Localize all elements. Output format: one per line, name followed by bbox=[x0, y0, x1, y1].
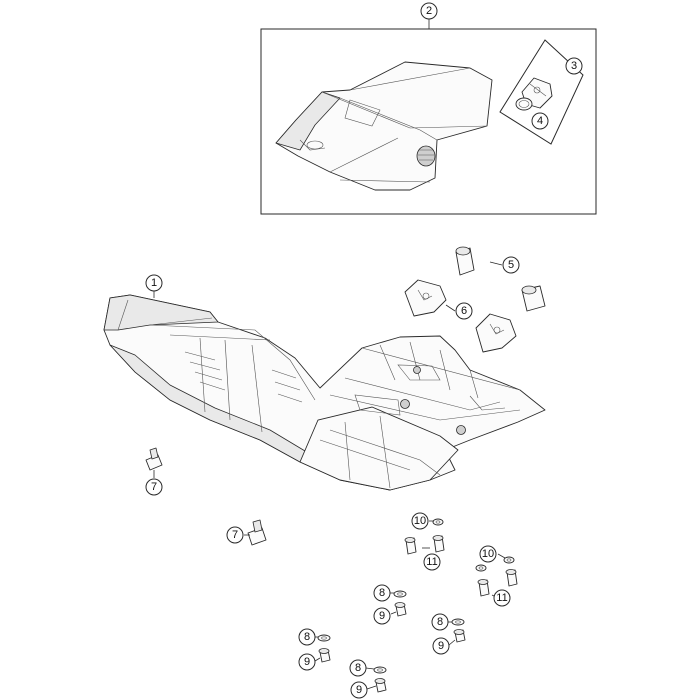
svg-text:8: 8 bbox=[437, 616, 443, 628]
o-ring-part-4 bbox=[515, 97, 533, 111]
leader-9c bbox=[314, 657, 321, 662]
callout-1: 1 bbox=[145, 274, 163, 292]
screw-9-b bbox=[453, 629, 466, 643]
svg-text:10: 10 bbox=[482, 548, 494, 560]
callout-8-d: 8 bbox=[349, 659, 367, 677]
svg-text:8: 8 bbox=[355, 662, 361, 674]
washer-10-right bbox=[503, 556, 515, 564]
kit-rubber-damper bbox=[416, 145, 436, 167]
kit-skid-plate bbox=[275, 61, 493, 191]
callout-2: 2 bbox=[420, 2, 438, 20]
callout-5: 5 bbox=[502, 256, 520, 274]
callout-8-c: 8 bbox=[298, 628, 316, 646]
svg-text:2: 2 bbox=[426, 5, 432, 17]
leader-9a bbox=[390, 611, 397, 615]
callout-6: 6 bbox=[455, 302, 473, 320]
screw-9-c bbox=[318, 648, 331, 663]
leader-5 bbox=[489, 261, 503, 266]
callout-9-c: 9 bbox=[298, 653, 316, 671]
washer-8-a bbox=[393, 590, 407, 598]
svg-text:3: 3 bbox=[571, 60, 577, 72]
nut-11-right-b bbox=[505, 569, 518, 587]
callout-10-left: 10 bbox=[411, 512, 429, 530]
svg-text:9: 9 bbox=[304, 656, 310, 668]
bushing-lower bbox=[521, 285, 546, 312]
nut-11-left-b bbox=[432, 535, 445, 553]
callout-9-b: 9 bbox=[432, 637, 450, 655]
callout-10-right: 10 bbox=[479, 545, 497, 563]
svg-text:9: 9 bbox=[379, 610, 385, 622]
callout-8-b: 8 bbox=[431, 613, 449, 631]
svg-text:1: 1 bbox=[151, 277, 157, 289]
svg-text:5: 5 bbox=[508, 259, 514, 271]
screw-7-upper bbox=[145, 447, 163, 471]
leader-9b bbox=[448, 639, 456, 646]
callout-11-right: 11 bbox=[493, 589, 511, 607]
bushing-upper bbox=[455, 246, 475, 276]
leader-10b bbox=[497, 553, 506, 559]
washer-8-c bbox=[317, 634, 331, 642]
callout-3: 3 bbox=[565, 57, 583, 75]
screw-9-d bbox=[374, 678, 387, 693]
svg-text:8: 8 bbox=[379, 587, 385, 599]
nut-11-right-a bbox=[477, 579, 490, 597]
svg-text:7: 7 bbox=[151, 481, 157, 493]
svg-text:8: 8 bbox=[304, 631, 310, 643]
leader-9d bbox=[366, 685, 377, 690]
main-skid-plate bbox=[103, 294, 546, 491]
leader-6 bbox=[445, 304, 456, 312]
callout-4: 4 bbox=[531, 112, 549, 130]
callout-7-lower: 7 bbox=[226, 526, 244, 544]
callout-11-left: 11 bbox=[423, 553, 441, 571]
callout-7-upper: 7 bbox=[145, 478, 163, 496]
kit-frame bbox=[260, 28, 597, 215]
svg-text:4: 4 bbox=[537, 115, 543, 127]
svg-text:9: 9 bbox=[356, 684, 362, 696]
svg-text:11: 11 bbox=[496, 592, 507, 604]
callout-9-a: 9 bbox=[373, 607, 391, 625]
callout-8-a: 8 bbox=[373, 584, 391, 602]
washer-10-left bbox=[432, 518, 444, 526]
svg-text:11: 11 bbox=[426, 556, 437, 568]
screw-9-a bbox=[394, 602, 407, 617]
svg-text:9: 9 bbox=[438, 640, 444, 652]
washer-10-right-b bbox=[475, 564, 487, 572]
bracket-upper bbox=[404, 279, 447, 317]
callout-9-d: 9 bbox=[350, 681, 368, 699]
bracket-lower bbox=[475, 313, 517, 353]
svg-text:10: 10 bbox=[414, 515, 426, 527]
screw-7-lower bbox=[247, 519, 267, 546]
washer-8-b bbox=[451, 618, 465, 626]
svg-text:7: 7 bbox=[232, 529, 238, 541]
leader-8d bbox=[365, 667, 375, 670]
washer-8-d bbox=[373, 666, 387, 674]
svg-text:6: 6 bbox=[461, 305, 467, 317]
nut-11-left-a bbox=[404, 537, 417, 555]
